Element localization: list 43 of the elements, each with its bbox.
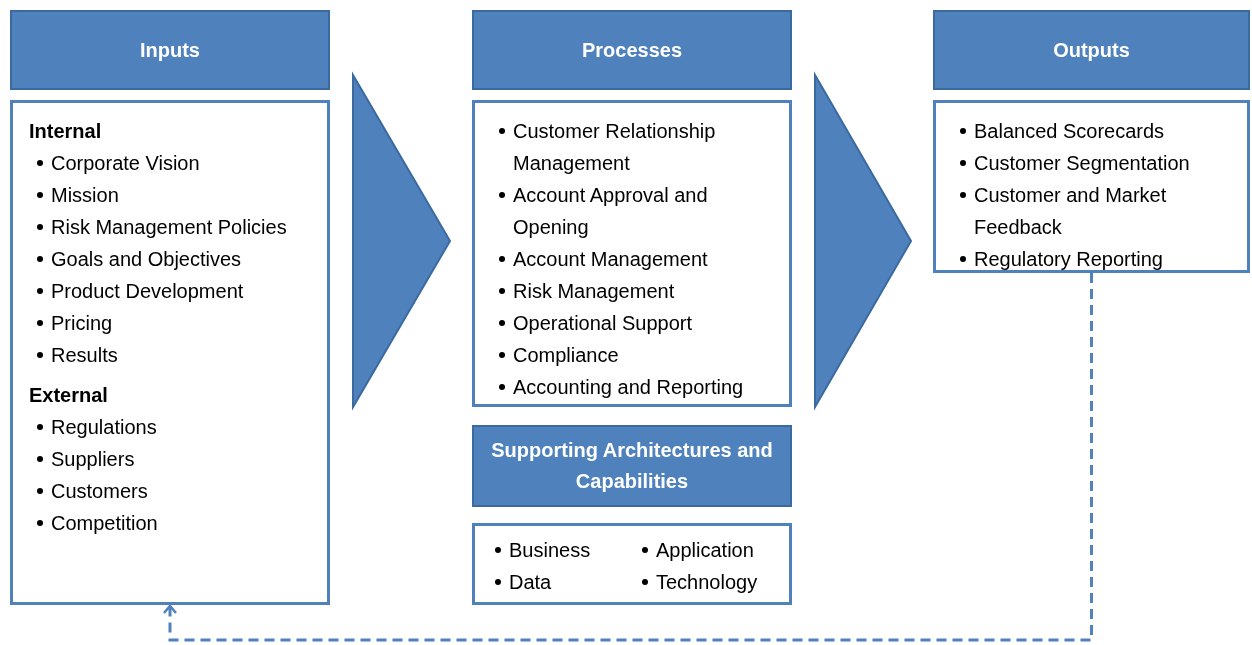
list-item: Goals and Objectives <box>51 247 242 272</box>
list-item: Customer Segmentation <box>974 151 1190 176</box>
list-item: Accounting and Reporting <box>513 375 744 400</box>
header-box <box>472 10 792 90</box>
list-item: Product Development <box>51 279 244 304</box>
list-item: Mission <box>51 183 119 208</box>
list-item: Business <box>509 538 591 563</box>
list-item: Balanced Scorecards <box>974 119 1165 144</box>
header-text: Inputs <box>140 37 200 63</box>
list-item: Corporate Vision <box>51 151 200 176</box>
list-box <box>472 523 792 605</box>
header-text: Processes <box>581 37 683 63</box>
list-item: Risk Management <box>513 279 675 304</box>
list-box <box>472 100 792 407</box>
list-item: Data <box>509 570 552 595</box>
header-box <box>933 10 1250 90</box>
list-item: Technology <box>656 570 758 595</box>
list-item: Results <box>51 343 118 368</box>
list-item: Customers <box>51 479 148 504</box>
chevron-arrow <box>814 71 913 411</box>
list-box <box>933 100 1250 273</box>
list-item: Risk Management Policies <box>51 215 287 240</box>
list-item: Competition <box>51 511 158 536</box>
list-item: Customer Relationship Management <box>513 119 717 176</box>
header-box <box>472 425 792 507</box>
list-item: Customer and Market Feedback <box>974 183 1168 240</box>
list-item: Suppliers <box>51 447 135 472</box>
section-heading: External <box>29 383 109 408</box>
list-item: Account Approval and Opening <box>513 183 709 240</box>
list-box <box>10 100 330 605</box>
feedback-arrow <box>162 273 1093 642</box>
section-heading: Internal <box>29 119 103 144</box>
header-text: Supporting Architectures and Capabilities <box>490 438 774 494</box>
chevron-arrow <box>352 71 452 411</box>
list-item: Account Management <box>513 247 708 272</box>
header-text: Outputs <box>1053 37 1130 63</box>
list-item: Pricing <box>51 311 113 336</box>
list-item: Regulatory Reporting <box>974 247 1163 272</box>
list-item: Compliance <box>513 343 619 368</box>
list-item: Operational Support <box>513 311 692 336</box>
list-item: Regulations <box>51 415 157 440</box>
header-box <box>10 10 330 90</box>
list-item: Application <box>656 538 754 563</box>
